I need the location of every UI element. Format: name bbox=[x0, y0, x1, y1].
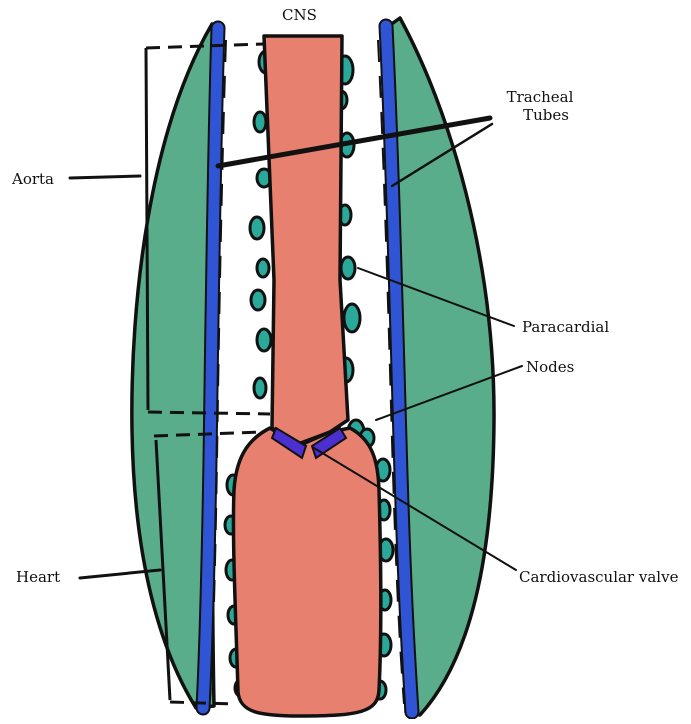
heart-label: Heart bbox=[16, 568, 60, 586]
paracardial-label: Paracardial bbox=[522, 318, 609, 336]
cns-label: CNS bbox=[282, 6, 317, 24]
tracheal-label-line2: Tubes bbox=[500, 106, 580, 124]
heart-chamber bbox=[233, 428, 380, 716]
aorta-label: Aorta bbox=[12, 170, 54, 188]
aorta-vessel bbox=[264, 36, 348, 444]
tracheal-label-line1: Tracheal bbox=[500, 88, 580, 106]
nodes-label: Nodes bbox=[526, 358, 574, 376]
cardiovascular-valve-label: Cardiovascular valve bbox=[519, 568, 678, 586]
aorta-leader bbox=[70, 176, 140, 178]
tracheal-tubes-label: Tracheal Tubes bbox=[500, 88, 580, 124]
